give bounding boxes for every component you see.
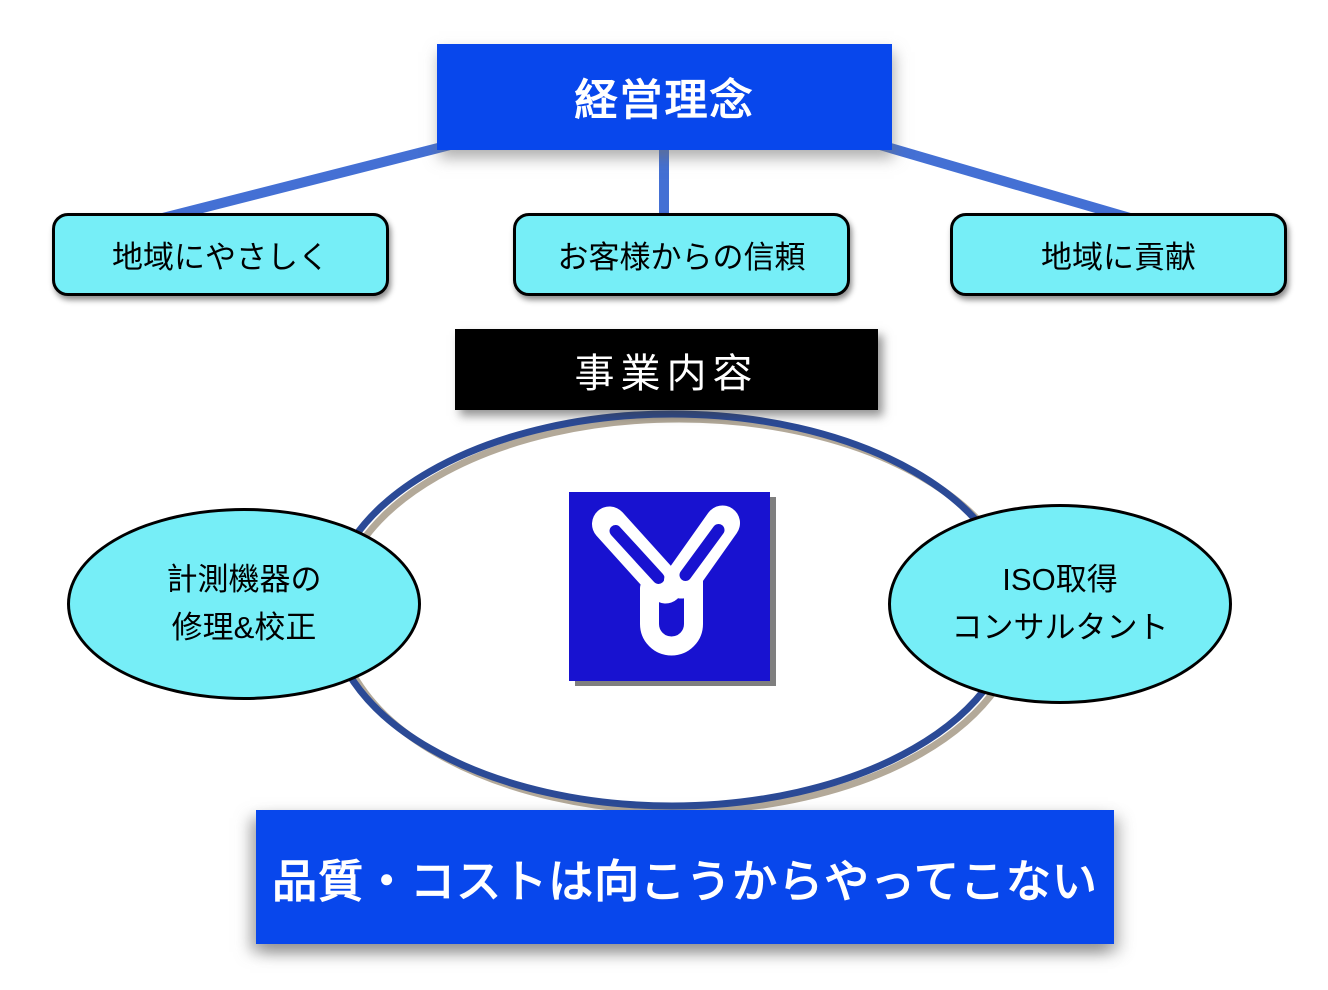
management-philosophy-box: 経営理念: [437, 44, 892, 150]
service-line: 計測機器の: [166, 561, 322, 597]
connector-line-right: [878, 140, 1139, 225]
service-line: コンサルタント: [951, 610, 1169, 645]
slogan-label: 品質・コストは向こうからやってこない: [272, 855, 1098, 907]
value-label: 地域に貢献: [1041, 240, 1196, 275]
business-content-box: 事業内容: [455, 329, 878, 410]
value-label: 地域にやさしく: [112, 240, 329, 275]
service-line: ISO取得: [1002, 561, 1118, 597]
value-box-region-friendly: 地域にやさしく: [52, 213, 389, 296]
service-line: 修理&校正: [171, 610, 317, 645]
value-box-region-contribution: 地域に貢献: [950, 213, 1287, 296]
business-content-label: 事業内容: [574, 351, 759, 396]
service-ellipse-iso: ISO取得 コンサルタント: [888, 504, 1232, 704]
value-label: お客様からの信頼: [557, 240, 806, 275]
management-philosophy-label: 経営理念: [574, 77, 755, 125]
slogan-box: 品質・コストは向こうからやってこない: [256, 810, 1114, 944]
connector-line-left: [153, 140, 452, 225]
service-ellipse-measurement: 計測機器の 修理&校正: [67, 508, 421, 700]
company-logo: [569, 492, 770, 681]
y-logo-icon: [569, 492, 770, 681]
value-box-customer-trust: お客様からの信頼: [513, 213, 850, 296]
